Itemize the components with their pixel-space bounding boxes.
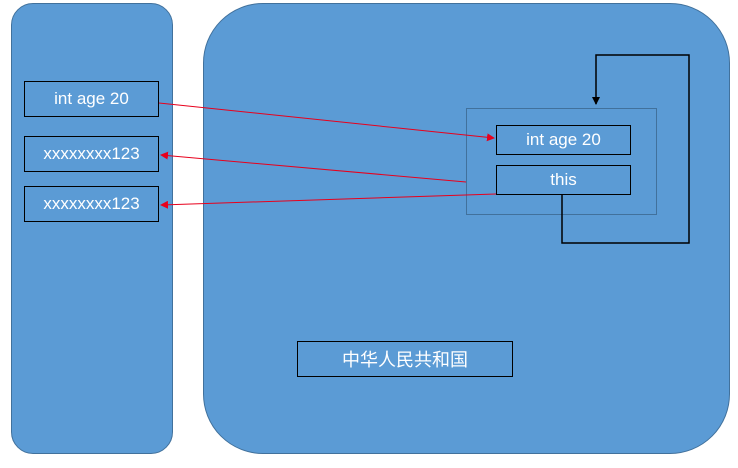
stack-variable-age: int age 20 [24,81,159,117]
stack-reference-2: xxxxxxxx123 [24,186,159,222]
stack-memory-panel [11,3,173,454]
object-field-age: int age 20 [496,125,631,155]
stack-reference-1: xxxxxxxx123 [24,136,159,172]
object-field-this: this [496,165,631,195]
heap-memory-panel [203,3,730,454]
string-constant-box: 中华人民共和国 [297,341,513,377]
